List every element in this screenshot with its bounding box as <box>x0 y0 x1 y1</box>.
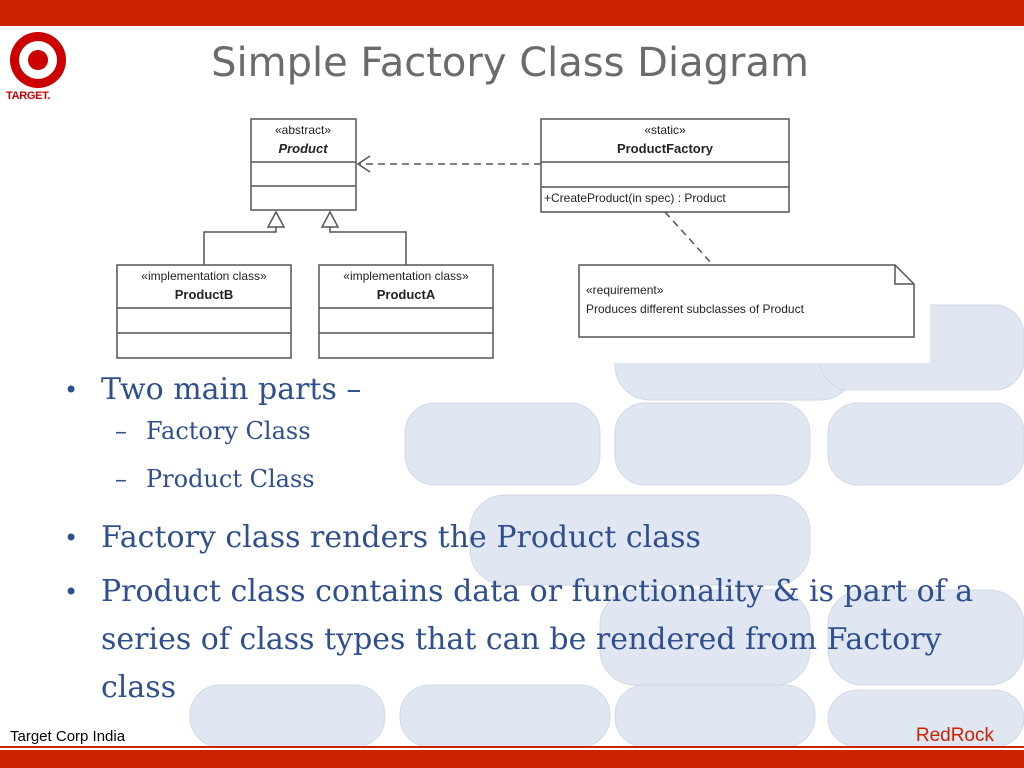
bullet-text: Product class contains data or functiona… <box>101 574 974 705</box>
bullet-item: • Factory class renders the Product clas… <box>60 514 1010 562</box>
footer-company: Target Corp India <box>10 728 126 745</box>
productb-stereotype: «implementation class» <box>141 269 267 283</box>
productb-class-box: «implementation class» ProductB <box>116 264 292 359</box>
bullseye-icon <box>10 32 66 88</box>
logo-wordmark: TARGET. <box>6 90 51 102</box>
bullet-text: Factory class renders the Product class <box>101 520 701 555</box>
bullet-list: • Two main parts – – Factory Class – Pro… <box>60 366 1010 718</box>
note-stereotype: «requirement» <box>586 283 664 297</box>
product-name: Product <box>278 141 328 156</box>
requirement-note: «requirement» Produces different subclas… <box>578 264 915 338</box>
note-text: Produces different subclasses of Product <box>586 302 805 316</box>
slide-title: Simple Factory Class Diagram <box>0 40 1024 86</box>
sub-bullet-dash: – <box>115 465 127 493</box>
bullet-text: Two main parts – <box>101 372 362 407</box>
top-accent-bar <box>0 0 1024 26</box>
sub-bullet-text: Product Class <box>146 465 315 493</box>
bottom-accent-bar <box>0 750 1024 768</box>
sub-bullet-dash: – <box>115 417 127 445</box>
sub-bullet-item: – Product Class <box>60 462 1010 496</box>
producta-name: ProductA <box>377 287 436 302</box>
bullet-dot: • <box>64 578 79 606</box>
producta-stereotype: «implementation class» <box>343 269 469 283</box>
bullet-item: • Product class contains data or functio… <box>60 568 1010 712</box>
slide-title-text: Simple Factory Class Diagram <box>211 40 809 86</box>
product-stereotype: «abstract» <box>275 123 331 137</box>
sub-bullet-text: Factory Class <box>146 417 311 445</box>
bullet-item: • Two main parts – <box>60 366 1010 414</box>
target-logo <box>6 30 70 110</box>
footer-divider <box>0 746 1024 748</box>
bullet-dot: • <box>64 376 79 404</box>
product-factory-class-box: «static» ProductFactory +CreateProduct(i… <box>540 118 790 213</box>
factory-name: ProductFactory <box>617 141 714 156</box>
dependency-arrow <box>356 155 541 173</box>
generalization-arrows <box>203 210 407 265</box>
producta-class-box: «implementation class» ProductA <box>318 264 494 359</box>
footer-brand: RedRock <box>915 725 994 746</box>
product-class-box: «abstract» Product <box>250 118 357 211</box>
bullet-dot: • <box>64 524 79 552</box>
factory-stereotype: «static» <box>644 123 686 137</box>
factory-operation: +CreateProduct(in spec) : Product <box>544 191 726 205</box>
uml-class-diagram: «abstract» Product «static» ProductFacto… <box>50 108 930 363</box>
productb-name: ProductB <box>175 287 234 302</box>
sub-bullet-item: – Factory Class <box>60 414 1010 448</box>
